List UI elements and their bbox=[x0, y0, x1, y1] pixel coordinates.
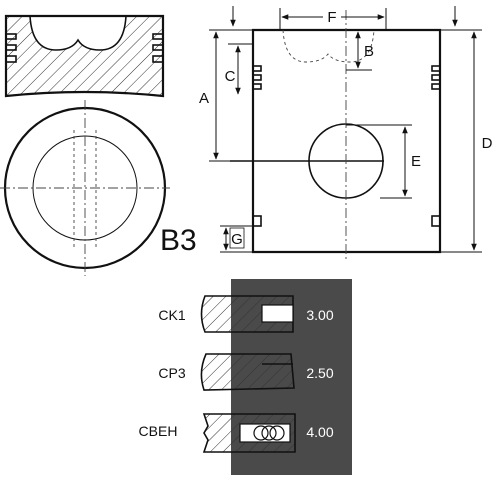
ring-name-cp3: CP3 bbox=[158, 365, 185, 381]
ring-cbeh-spring-3 bbox=[269, 425, 285, 441]
crown-ring-grooves-left bbox=[5, 33, 17, 63]
ring-name-cbeh: CBEH bbox=[139, 423, 178, 439]
ring-cbeh-spring-2 bbox=[261, 425, 277, 441]
combustion-bowl bbox=[29, 15, 127, 51]
ring-cbeh-spring-1 bbox=[253, 425, 269, 441]
dim-label-d: D bbox=[482, 135, 493, 152]
dimension-a: A bbox=[196, 29, 253, 162]
crown-outline bbox=[4, 14, 165, 98]
dim-label-f: F bbox=[327, 9, 336, 26]
ring-ck1: CK1 3.00 bbox=[158, 295, 334, 333]
model-label: B3 bbox=[160, 224, 197, 257]
hidden-bowl bbox=[282, 29, 375, 63]
dim-label-b: B bbox=[364, 43, 374, 60]
ring-set-panel: CK1 3.00 CP3 2.50 CBEH 4.00 bbox=[139, 279, 352, 475]
ring-cbeh: CBEH 4.00 bbox=[139, 413, 334, 453]
ring-name-ck1: CK1 bbox=[158, 307, 185, 323]
dim-label-c: C bbox=[225, 68, 236, 85]
dim-label-a: A bbox=[199, 90, 209, 107]
ring-value-cp3: 2.50 bbox=[306, 365, 333, 381]
ring-value-ck1: 3.00 bbox=[306, 307, 333, 323]
top-reference-arrows bbox=[230, 6, 458, 27]
ring-cp3-profile bbox=[200, 353, 295, 391]
dim-label-g: G bbox=[231, 231, 243, 248]
dimension-g: G bbox=[220, 225, 253, 253]
ring-cp3: CP3 2.50 bbox=[158, 353, 334, 391]
piston-outline bbox=[251, 28, 442, 254]
crown-section-view bbox=[4, 14, 165, 98]
ring-ck1-face bbox=[261, 304, 294, 323]
dimension-c: C bbox=[222, 43, 253, 95]
dimension-f: F bbox=[279, 6, 387, 30]
side-ring-grooves-right bbox=[431, 65, 441, 227]
ring-value-cbeh: 4.00 bbox=[306, 424, 333, 440]
dim-label-e: E bbox=[411, 153, 421, 170]
dimension-b: B bbox=[346, 31, 374, 71]
crown-ring-grooves-right bbox=[152, 33, 164, 63]
crown-top-view bbox=[0, 100, 170, 276]
crown-hatched-body bbox=[6, 16, 163, 96]
side-ring-grooves-left bbox=[252, 65, 262, 227]
ring-cbeh-channel bbox=[239, 423, 291, 443]
piston-side-view bbox=[230, 10, 442, 262]
dimension-d: D bbox=[440, 29, 493, 253]
dimension-e: E bbox=[346, 124, 421, 199]
